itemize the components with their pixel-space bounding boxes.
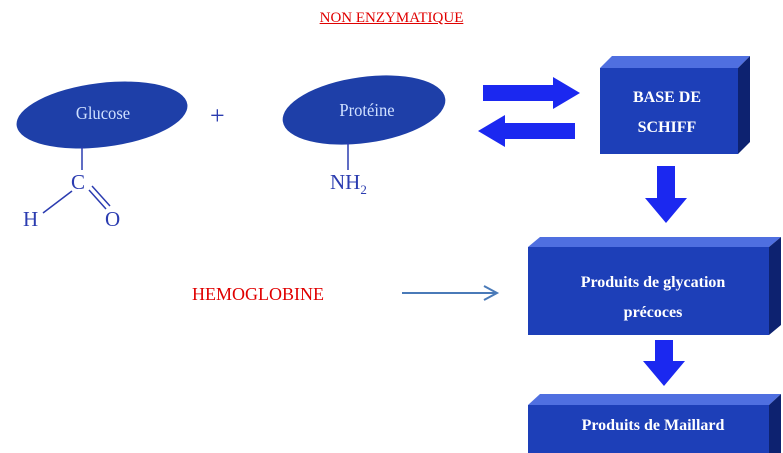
carbon-atom: C <box>71 170 86 194</box>
equilibrium-arrows-icon <box>478 77 580 147</box>
proteine-label: Protéine <box>339 100 395 120</box>
c-o-double-bond-2 <box>88 189 107 210</box>
down-arrow-icon <box>645 166 687 223</box>
right-arrow-icon <box>402 285 500 301</box>
down-arrow-icon <box>643 340 685 386</box>
early-products-line-2: précoces <box>623 304 683 321</box>
amine-subscript: 2 <box>360 182 367 198</box>
amine-base: NH <box>330 170 361 194</box>
schiff-line-1: BASE DE <box>632 89 702 106</box>
maillard-box <box>528 394 781 453</box>
glucose-oval <box>16 81 188 149</box>
proteine-oval <box>282 75 446 145</box>
c-o-double-bond-1 <box>91 185 111 207</box>
hemoglobine-label: HEMOGLOBINE <box>192 284 324 304</box>
hydrogen-atom: H <box>23 207 39 231</box>
amine-group: NH2 <box>330 170 367 198</box>
early-products-line-1: Produits de glycation <box>580 274 726 291</box>
c-h-bond <box>42 190 73 214</box>
plus-sign: + <box>210 101 225 130</box>
early-products-box <box>528 237 781 335</box>
oxygen-atom: O <box>105 207 121 231</box>
maillard-label: Produits de Maillard <box>581 417 725 434</box>
diagram-title: NON ENZYMATIQUE <box>319 10 464 26</box>
schiff-box-label: BASE DE SCHIFF <box>604 83 730 143</box>
glucose-label: Glucose <box>75 103 131 123</box>
early-products-label: Produits de glycation précoces <box>534 268 772 328</box>
schiff-line-2: SCHIFF <box>637 119 697 136</box>
schiff-box <box>600 56 750 154</box>
